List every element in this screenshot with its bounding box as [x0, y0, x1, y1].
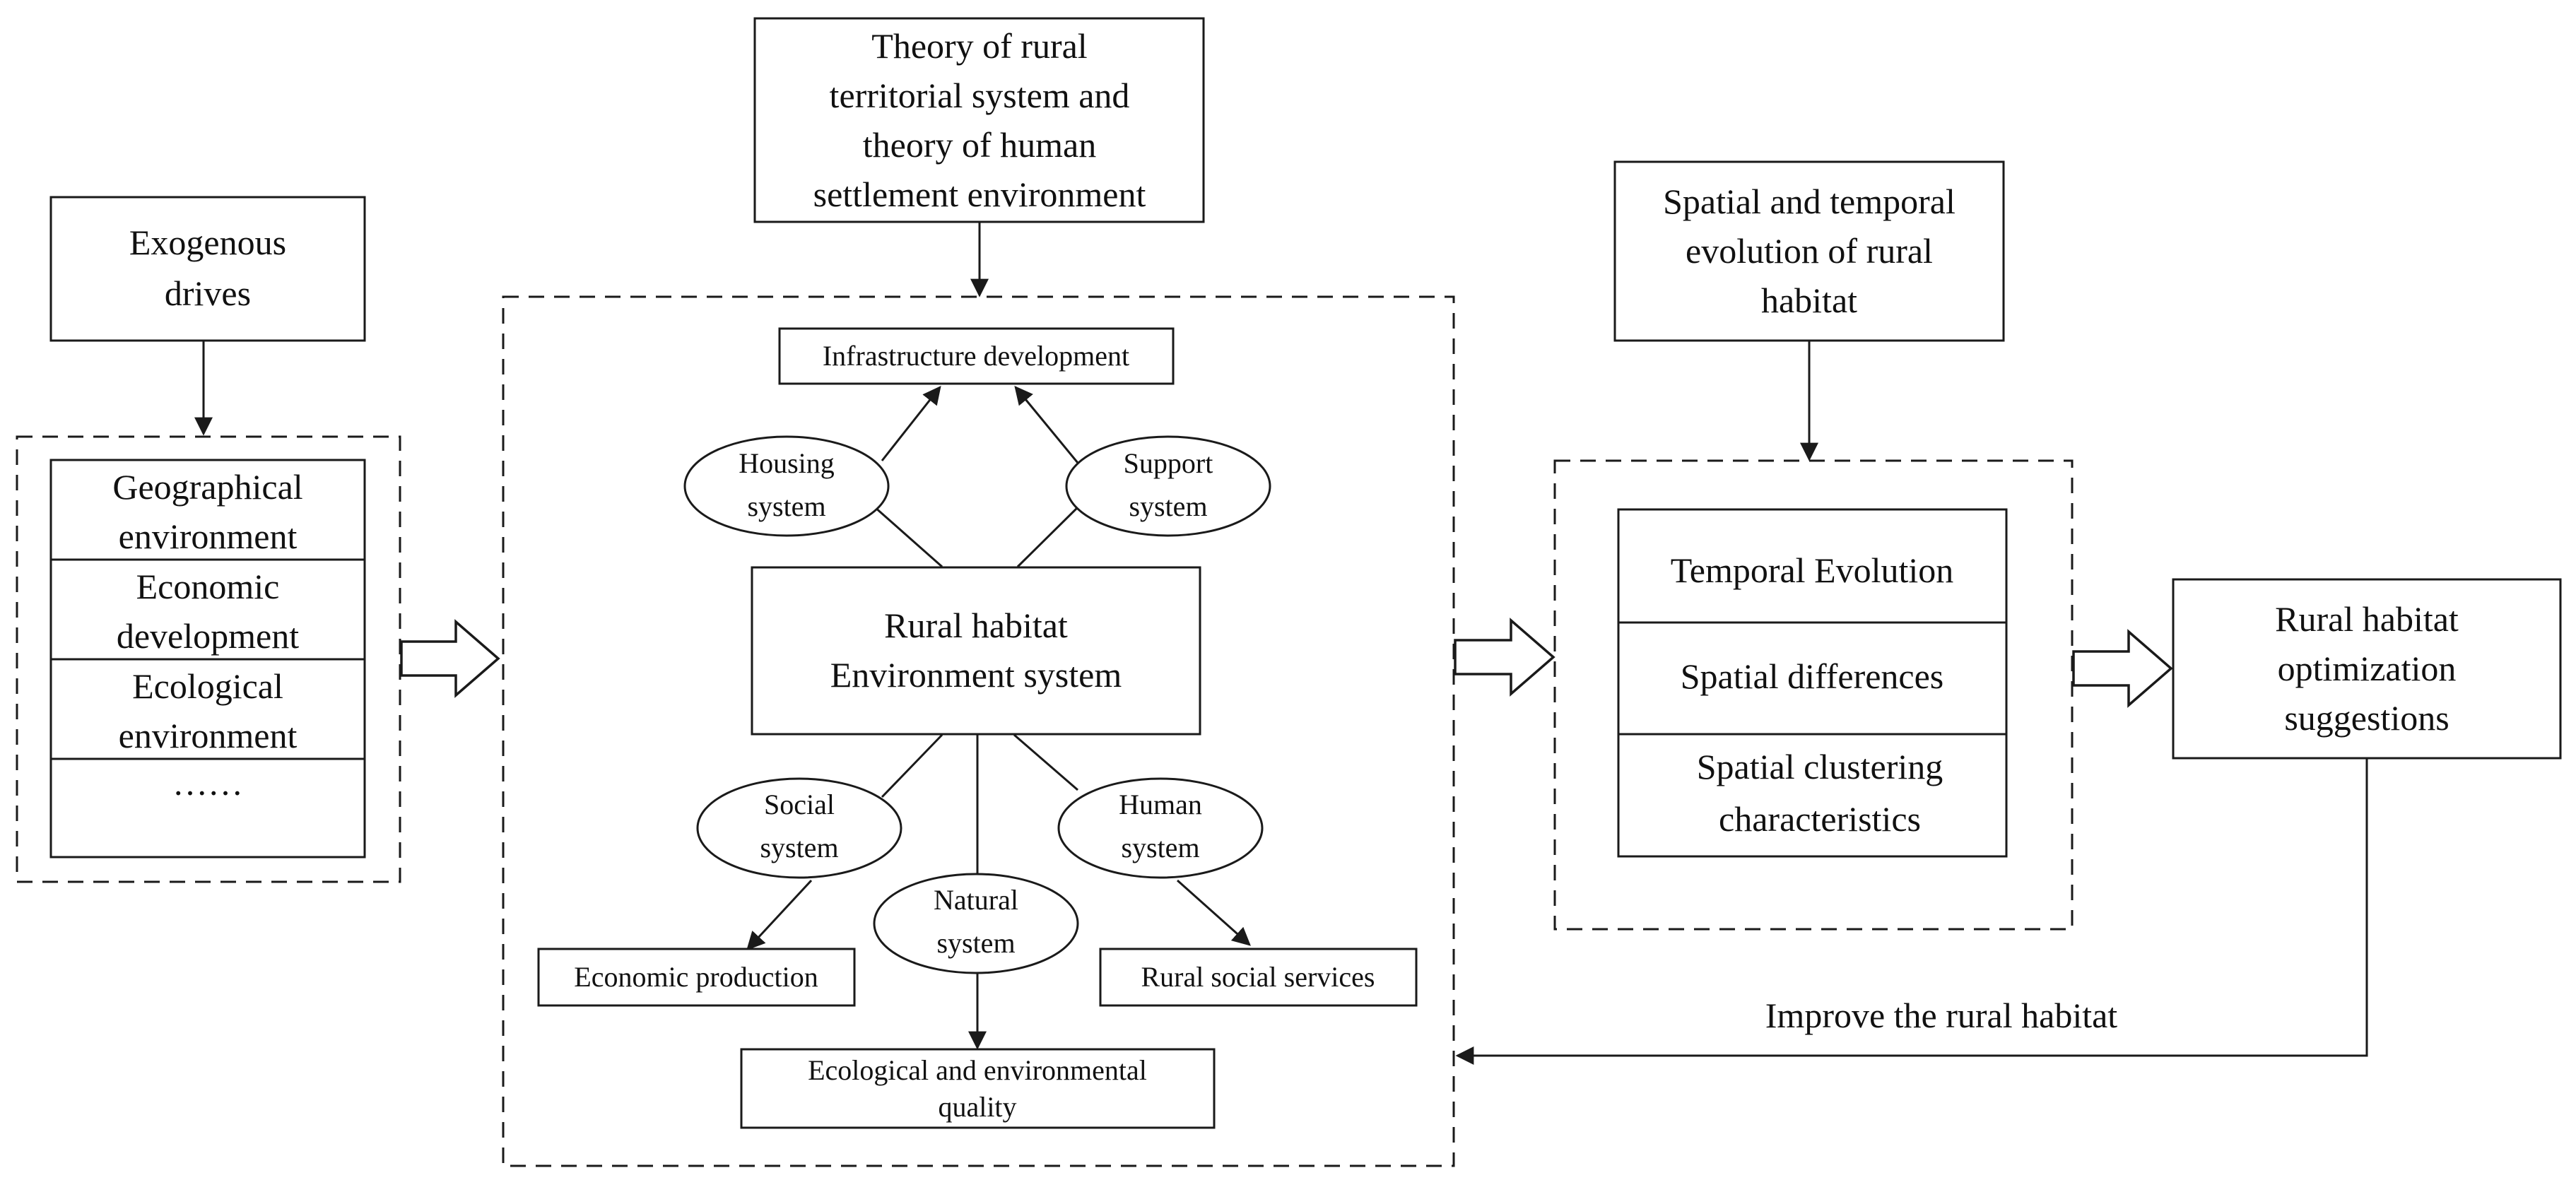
- system-to-analysis-hollow-arrow: [1454, 618, 1555, 697]
- ecological-quality-line-1: Ecological and environmental: [808, 1054, 1147, 1086]
- natural-line-1: Natural: [934, 884, 1018, 916]
- suggestions-line-3: suggestions: [2284, 698, 2449, 738]
- theory-line-2: territorial system and: [830, 76, 1130, 115]
- core-to-housing-line: [874, 506, 943, 568]
- core-line-2: Environment system: [830, 655, 1122, 695]
- core-line-1: Rural habitat: [884, 606, 1068, 645]
- analysis-dashed-group: [1553, 459, 2074, 931]
- housing-line-1: Housing: [739, 447, 835, 479]
- feedback-label: Improve the rural habitat: [1765, 996, 2118, 1035]
- housing-to-infrastructure-arrow: [881, 385, 941, 461]
- evolution-line-3: habitat: [1761, 281, 1857, 320]
- social-line-2: system: [760, 832, 838, 863]
- theory-line-1: Theory of rural: [871, 26, 1087, 66]
- core-to-human-line: [1013, 733, 1078, 791]
- ecological-quality-line-2: quality: [938, 1091, 1016, 1123]
- evolution-box: Spatial and temporal evolution of rural …: [1613, 160, 2005, 342]
- suggestions-box: Rural habitat optimization suggestions: [2172, 578, 2562, 760]
- suggestions-line-1: Rural habitat: [2275, 599, 2459, 639]
- core-system-box: Rural habitat Environment system: [751, 566, 1201, 736]
- analysis-clustering-line-1: Spatial clustering: [1697, 747, 1943, 786]
- economic-production-box: Economic production: [537, 948, 856, 1007]
- human-system-node: Human system: [1057, 777, 1264, 879]
- support-system-node: Support system: [1065, 435, 1271, 537]
- infrastructure-label: Infrastructure development: [823, 340, 1129, 372]
- theory-box: Theory of rural territorial system and t…: [753, 17, 1205, 223]
- factor-economic-line-2: development: [117, 616, 299, 656]
- natural-line-2: system: [936, 927, 1015, 959]
- social-system-node: Social system: [696, 777, 902, 879]
- factor-ellipsis: ……: [172, 763, 243, 803]
- human-to-services-arrow: [1177, 879, 1251, 946]
- analysis-to-suggestions-hollow-arrow: [2072, 629, 2173, 708]
- evolution-line-2: evolution of rural: [1686, 231, 1933, 271]
- suggestions-line-2: optimization: [2278, 649, 2457, 688]
- exogenous-line-2: drives: [165, 273, 251, 313]
- factor-geographical-line-1: Geographical: [112, 467, 302, 507]
- ecological-quality-box: Ecological and environmental quality: [740, 1048, 1216, 1129]
- analysis-stack: Temporal Evolution Spatial differences S…: [1617, 508, 2008, 858]
- factor-economic-line-1: Economic: [136, 567, 280, 606]
- theory-line-3: theory of human: [863, 125, 1096, 165]
- human-line-2: system: [1121, 832, 1199, 863]
- human-line-1: Human: [1119, 789, 1202, 820]
- rural-social-services-box: Rural social services: [1099, 948, 1418, 1007]
- factors-to-system-hollow-arrow: [400, 619, 500, 698]
- factors-dashed-group: [16, 435, 401, 883]
- analysis-spatial: Spatial differences: [1681, 656, 1944, 696]
- housing-system-node: Housing system: [683, 435, 890, 537]
- exogenous-drives-box: Exogenous drives: [49, 196, 366, 342]
- rural-social-services-label: Rural social services: [1141, 961, 1375, 993]
- economic-production-label: Economic production: [574, 961, 818, 993]
- natural-system-node: Natural system: [873, 873, 1079, 974]
- support-line-2: system: [1129, 490, 1207, 522]
- evolution-line-1: Spatial and temporal: [1663, 182, 1955, 221]
- core-to-support-line: [1016, 506, 1079, 568]
- social-line-1: Social: [764, 789, 835, 820]
- infrastructure-box: Infrastructure development: [778, 327, 1175, 385]
- factors-stack: Geographical environment Economic develo…: [49, 459, 366, 859]
- core-to-social-line: [881, 733, 943, 798]
- support-line-1: Support: [1124, 447, 1213, 479]
- analysis-temporal: Temporal Evolution: [1671, 550, 1954, 590]
- factor-geographical-line-2: environment: [119, 517, 298, 556]
- housing-line-2: system: [747, 490, 825, 522]
- exogenous-line-1: Exogenous: [129, 223, 286, 262]
- theory-line-4: settlement environment: [813, 175, 1146, 214]
- support-to-infrastructure-arrow: [1014, 385, 1079, 464]
- analysis-clustering-line-2: characteristics: [1719, 799, 1921, 839]
- factor-ecological-line-1: Ecological: [132, 666, 283, 706]
- social-to-economic-arrow: [746, 879, 813, 950]
- feedback-arrow: [1455, 758, 2368, 1065]
- factor-ecological-line-2: environment: [119, 716, 298, 755]
- system-dashed-group: [502, 295, 1455, 1167]
